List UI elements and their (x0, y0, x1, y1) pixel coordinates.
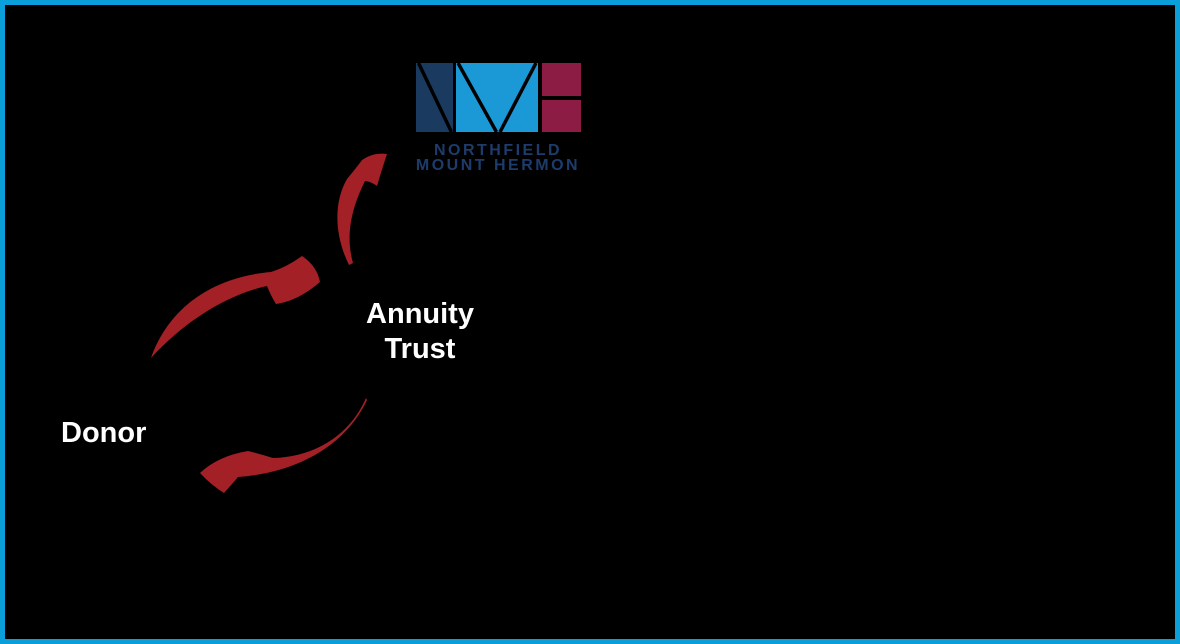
nmh-mark-m-right-diagonal (497, 63, 538, 132)
nmh-mark-h-upper-block (541, 63, 581, 96)
nmh-mark-m-left-diagonal (455, 63, 498, 132)
node-donor-label: Donor (61, 417, 147, 449)
nmh-mark-n-diagonal (416, 63, 453, 132)
nmh-mark-m-panel (455, 63, 538, 132)
arrow-trust-to-charity (337, 153, 387, 265)
nmh-mark-h-lower-block (541, 100, 581, 132)
nmh-logo-mark-icon (415, 63, 581, 132)
nmh-logo: NORTHFIELD MOUNT HERMON (410, 63, 586, 174)
flow-arrows (151, 153, 387, 493)
arrow-donor-to-trust (151, 256, 320, 358)
node-annuity-trust-label: Annuity Trust (366, 298, 474, 365)
arrow-trust-to-donor (200, 398, 367, 493)
nmh-wordmark: NORTHFIELD MOUNT HERMON (410, 142, 586, 174)
nmh-wordmark-line2: MOUNT HERMON (415, 157, 581, 174)
nmh-wordmark-line1: NORTHFIELD (433, 142, 563, 159)
